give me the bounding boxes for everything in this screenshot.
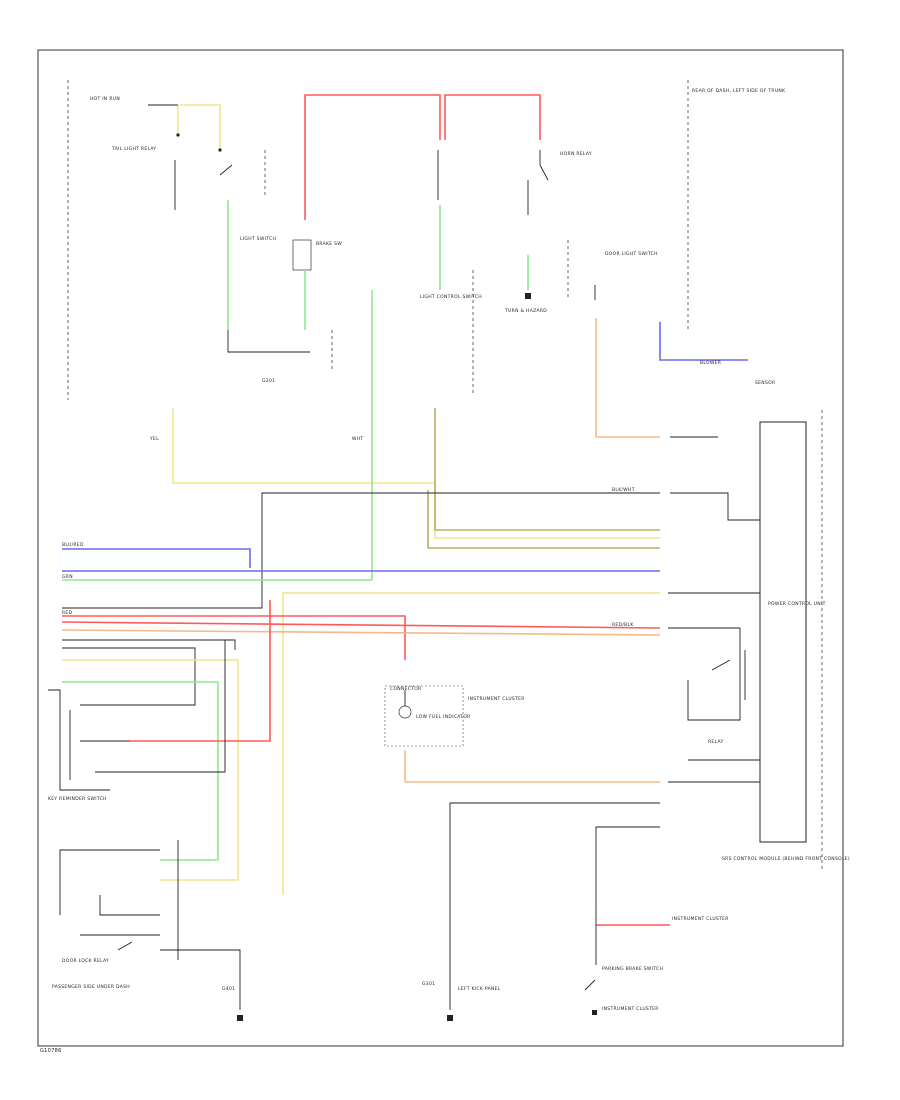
label-turn-hazard: TURN & HAZARD — [504, 308, 547, 314]
label-center-bottom-note: LEFT KICK PANEL — [458, 986, 501, 992]
wire-olive — [427, 490, 660, 549]
label-light-switch: LIGHT SWITCH — [240, 236, 276, 242]
relay-contact — [539, 164, 549, 181]
wire-black — [62, 647, 196, 706]
label-gauge: LOW FUEL INDICATOR — [416, 714, 471, 720]
label-right-bottom-switch: PARKING BRAKE SWITCH — [602, 966, 663, 972]
relay-contact — [117, 941, 133, 951]
wire-yellow — [180, 104, 221, 150]
label-grn: GRN — [62, 574, 73, 580]
terminal — [176, 133, 180, 137]
label-left-component: KEY REMINDER SWITCH — [48, 796, 107, 802]
label-relay: RELAY — [708, 739, 724, 745]
label-light-control-switch: LIGHT CONTROL SWITCH — [420, 294, 482, 300]
wire-red — [61, 621, 661, 629]
instrument-cluster-box — [384, 685, 464, 747]
wire-black — [449, 802, 660, 1010]
wire-orange — [61, 629, 661, 636]
label-door-switch: DOOR LIGHT SWITCH — [605, 251, 658, 257]
wire-yellow — [282, 592, 660, 895]
label-bottom-left-note: PASSENGER SIDE UNDER DASH — [52, 984, 130, 990]
label-ground-center: G301 — [422, 981, 435, 987]
wire-black — [95, 640, 226, 773]
wire-yellow — [172, 408, 660, 539]
label-blower: BLOWER — [700, 360, 721, 366]
wire-red — [62, 615, 406, 660]
label-yel: YEL — [149, 436, 159, 442]
relay-contact — [219, 164, 233, 176]
wire-black — [227, 330, 310, 353]
relay-outline — [59, 849, 160, 915]
connector-block — [525, 293, 531, 299]
label-right-bottom-note2: INSTRUMENT CLUSTER — [602, 1006, 659, 1012]
wire-black — [99, 895, 160, 916]
wire-black — [160, 949, 241, 1010]
label-red: RED — [62, 610, 73, 616]
wire-black — [595, 826, 660, 900]
label-connector: CONNECTOR — [390, 686, 422, 692]
footer-code: G10786 — [40, 1048, 62, 1054]
wire-blue — [62, 548, 251, 568]
diagram-frame — [37, 49, 844, 1047]
wire-red — [444, 94, 541, 140]
terminal — [218, 148, 222, 152]
label-sensor: SENSOR — [755, 380, 775, 386]
indicator-bulb — [398, 705, 412, 719]
ground-terminal — [447, 1015, 453, 1021]
wire-yellow — [62, 659, 239, 881]
label-module: POWER CONTROL UNIT — [768, 601, 826, 607]
label-tail-light-relay: TAIL LIGHT RELAY — [111, 146, 157, 152]
label-right-bottom-note: INSTRUMENT CLUSTER — [672, 916, 729, 922]
label-blk-wht: BLK/WHT — [612, 487, 635, 493]
label-horn-relay: HORN RELAY — [560, 151, 592, 157]
component-outline — [48, 689, 110, 791]
brake-switch — [292, 239, 312, 271]
relay-outline — [687, 628, 741, 721]
wire-red — [130, 600, 271, 742]
wire-green — [62, 681, 219, 861]
label-top-right-note: REAR OF DASH, LEFT SIDE OF TRUNK — [692, 88, 786, 94]
label-ground-mid-left: G401 — [222, 986, 235, 992]
ground-terminal — [237, 1015, 243, 1021]
label-bottom-left-relay: DOOR LOCK RELAY — [62, 958, 109, 964]
label-ground-left: G201 — [262, 378, 275, 384]
wire-black — [62, 639, 236, 650]
label-brake-switch: BRAKE SW — [316, 241, 342, 247]
label-right-component-note: SRS CONTROL MODULE (BEHIND FRONT CONSOLE… — [722, 856, 850, 862]
switch-contact — [584, 979, 596, 991]
control-module — [759, 421, 807, 843]
ground-terminal — [592, 1010, 597, 1015]
label-hot-in-run: HOT IN RUN — [90, 96, 120, 102]
label-blu-red: BLU/RED — [62, 542, 84, 548]
wire-black — [255, 492, 660, 609]
label-red-blk: RED/BLK — [612, 622, 634, 628]
label-wht: WHT — [352, 436, 363, 442]
wire-blue — [659, 322, 748, 361]
wire-black — [670, 492, 760, 521]
wire-red — [304, 94, 441, 220]
label-instrument-cluster: INSTRUMENT CLUSTER — [468, 696, 525, 702]
wire-olive — [434, 408, 660, 531]
relay-contact — [711, 659, 731, 671]
